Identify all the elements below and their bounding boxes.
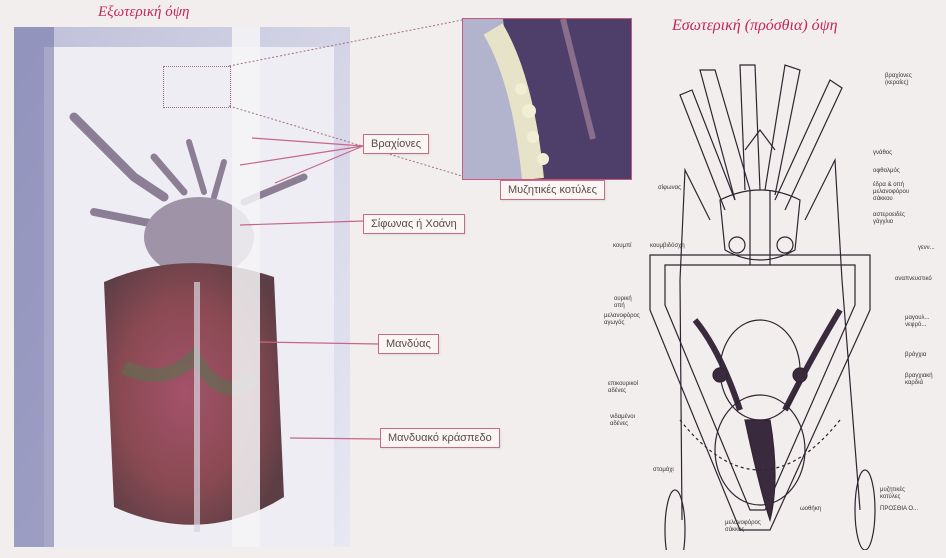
diagram-label-left: μελανοφόρος σάκκος xyxy=(725,520,761,534)
diagram-label-left: κουμπί xyxy=(613,243,631,250)
diagram-label-right: έδρα & οπή μελανοφόρου σάκκου xyxy=(873,182,909,203)
diagram-label-right: γενν... xyxy=(918,245,935,252)
diagram-label-right: βραγχιακή καρδιά xyxy=(905,373,933,387)
diagram-label-left: σίφωνας xyxy=(658,185,681,192)
diagram-label-right: μυζητικές κοτύλες xyxy=(880,487,905,501)
siphon-label: Σίφωνας ή Χοάνη xyxy=(363,214,465,234)
diagram-label-right: βραχίονες (κεραίες) xyxy=(885,73,912,87)
diagram-label-right: οφθαλμός xyxy=(873,168,900,175)
diagram-label-left: κουμβιδόσχη xyxy=(650,243,685,250)
diagram-label-right: αστεροειδές γάγγλιο xyxy=(873,212,905,226)
arms-label: Βραχίονες xyxy=(363,134,429,154)
diagram-label-right: βράγχια xyxy=(905,352,926,359)
diagram-label-left: ουρική οπή xyxy=(614,296,632,310)
suckers-label: Μυζητικές κοτύλες xyxy=(500,180,605,200)
diagram-label-right: αναπνευστικό xyxy=(895,276,932,283)
internal-anatomy-drawing xyxy=(620,50,900,550)
diagram-label-right: ΠΡΟΣΘΙΑ Ο... xyxy=(880,506,918,513)
diagram-label-right: μαγουλ... νεφρό... xyxy=(905,315,930,329)
diagram-label-left: ωοθήκη xyxy=(800,506,821,513)
diagram-label-left: μελανοφόρος αγωγός xyxy=(604,313,640,327)
diagram-label-left: στομάχι xyxy=(653,467,674,474)
mantle-label: Μανδύας xyxy=(378,334,439,354)
diagram-label-left: νιδαμένοι αδένες xyxy=(610,414,635,428)
diagram-label-left: επικουρικοί αδένες xyxy=(608,381,638,395)
mantle-edge-label: Μανδυακό κράσπεδο xyxy=(380,428,500,448)
diagram-label-right: γνάθος xyxy=(873,150,892,157)
